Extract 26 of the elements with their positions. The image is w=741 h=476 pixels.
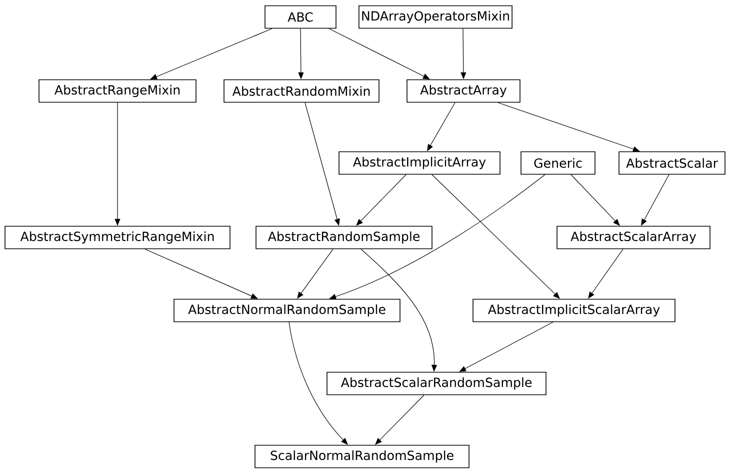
class-box: AbstractRandomMixin bbox=[224, 79, 380, 103]
class-box: AbstractScalar bbox=[618, 151, 726, 175]
class-box: ScalarNormalRandomSample bbox=[254, 444, 470, 468]
arrow bbox=[150, 28, 272, 80]
arrow bbox=[288, 322, 348, 445]
class-box: AbstractImplicitScalarArray bbox=[472, 298, 676, 322]
class-box: AbstractRandomSample bbox=[256, 226, 432, 250]
class-box: AbstractScalarArray bbox=[556, 226, 710, 250]
arrow bbox=[328, 28, 430, 80]
arrow bbox=[432, 174, 560, 299]
class-box: AbstractArray bbox=[406, 79, 520, 103]
class-box: AbstractNormalRandomSample bbox=[174, 298, 400, 322]
class-box: AbstractRangeMixin bbox=[38, 79, 196, 103]
arrow bbox=[570, 174, 620, 226]
class-box: Generic bbox=[520, 151, 596, 175]
class-box: AbstractSymmetricRangeMixin bbox=[4, 226, 230, 250]
class-box: AbstractScalarRandomSample bbox=[326, 372, 546, 396]
class-box: ABC bbox=[264, 5, 336, 29]
arrow bbox=[329, 174, 546, 300]
class-box: AbstractImplicitArray bbox=[338, 151, 500, 175]
arrow bbox=[375, 394, 424, 445]
arrow bbox=[144, 248, 258, 299]
arrow bbox=[356, 174, 406, 226]
arrow bbox=[498, 102, 640, 152]
arrow bbox=[459, 322, 554, 372]
class-box: NDArrayOperatorsMixin bbox=[358, 5, 512, 29]
